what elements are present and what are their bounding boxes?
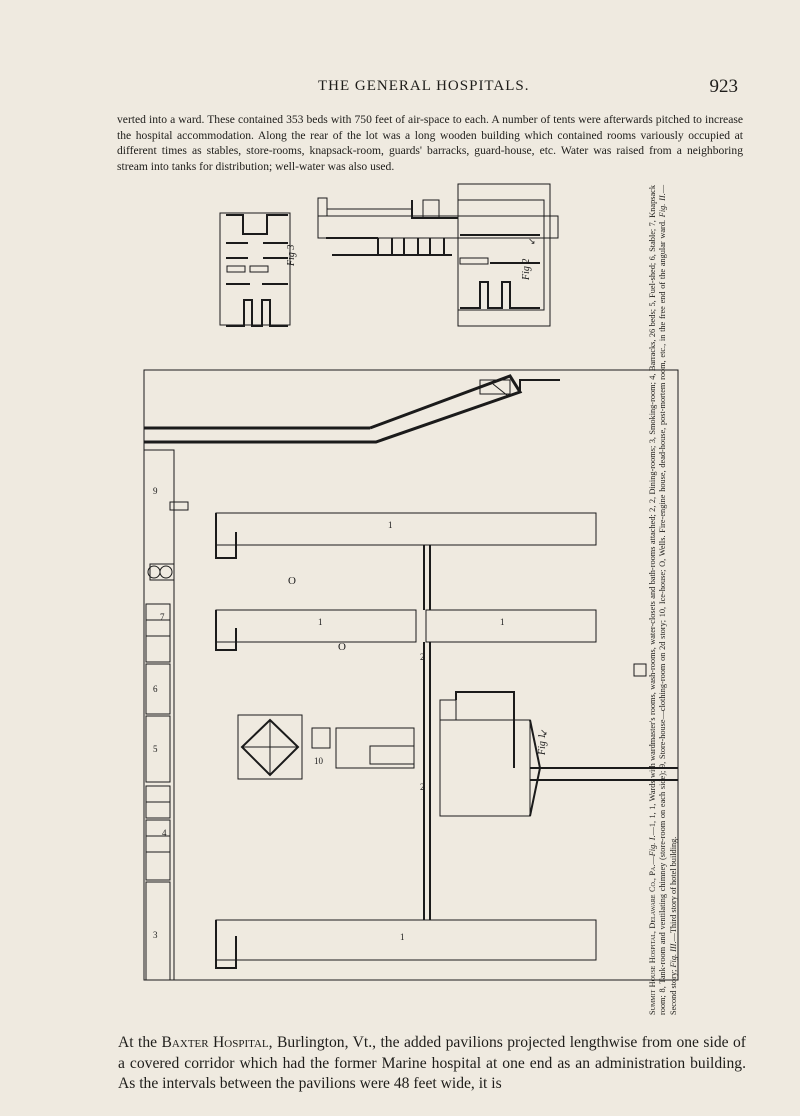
fig-3-third-story-plan (219, 212, 291, 327)
caption-fig3-ref: Fig. III (668, 943, 678, 968)
caption-text-3: .—Third story of hotel building. (668, 836, 678, 944)
label-knapsack: 7 (160, 612, 165, 622)
label-dining-upper: 2 (420, 652, 425, 662)
label-ward-mid-right: 1 (500, 617, 505, 627)
label-well-1: O (288, 575, 296, 587)
running-title: THE GENERAL HOSPITALS. (318, 78, 530, 94)
label-ward-lower: 1 (400, 932, 405, 942)
label-smoking: 3 (153, 930, 158, 940)
figure-caption: Summit House Hospital, Delaware Co., Pa.… (648, 185, 710, 1015)
caption-fig2-ref: Fig. II (658, 195, 668, 218)
fig-1-ground-plan (143, 369, 679, 981)
caption-hospital-name: Summit House Hospital, Delaware Co., Pa. (648, 864, 657, 1015)
label-stable: 6 (153, 684, 158, 694)
fig-3-label: Fig 3 (286, 245, 297, 267)
fig-1-mark: ↘ (540, 727, 548, 737)
label-barracks: 4 (162, 828, 167, 838)
paragraph-bottom-lead: At the (118, 1034, 162, 1051)
fig-2-mark: ↘ (528, 236, 536, 246)
label-ward-mid-left: 1 (318, 617, 323, 627)
fig-2-second-story-plan (317, 197, 559, 311)
label-well-2: O (338, 641, 346, 653)
page-number: 923 (709, 76, 739, 97)
hospital-floor-plan: Fig 3 Fig 2 ↘ (143, 183, 679, 981)
page-header: THE GENERAL HOSPITALS. 923 (118, 76, 739, 98)
paragraph-bottom: At the Baxter Hospital, Burlington, Vt.,… (118, 1033, 746, 1095)
fig-2-frame (457, 183, 551, 327)
baxter-hospital-name: Baxter Hospital (161, 1034, 269, 1051)
label-fuel-shed: 5 (153, 744, 158, 754)
caption-fig1-ref: Fig. I (648, 837, 657, 857)
fig-1-label: Fig 1 (537, 734, 548, 756)
caption-dash: — (648, 856, 657, 865)
paragraph-top: verted into a ward. These contained 353 … (117, 113, 743, 173)
label-ice-house: 10 (314, 756, 324, 766)
fig-2-label: Fig 2 (521, 259, 532, 281)
paragraph-bottom-rest: , Burlington, Vt., the added pavilions p… (118, 1034, 746, 1092)
label-dining-lower: 2 (420, 782, 425, 792)
label-ward-upper: 1 (388, 520, 393, 530)
label-store-house: 9 (153, 486, 158, 496)
